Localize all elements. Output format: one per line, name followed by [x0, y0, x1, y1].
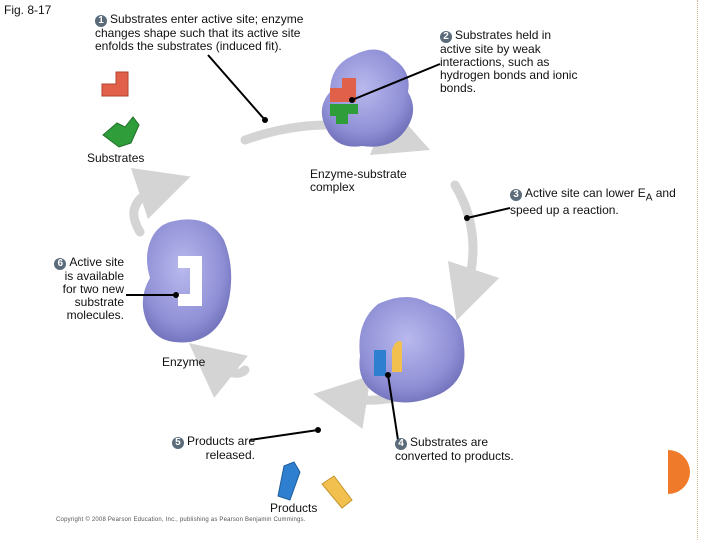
leader-lines [126, 54, 511, 441]
copyright-notice: Copyright © 2008 Pearson Education, Inc.… [56, 517, 306, 523]
step-4-number: 4 [395, 438, 407, 450]
step-3-number: 3 [510, 189, 522, 201]
step-3-text-after: and speed up a reaction. [510, 186, 676, 218]
product-blue [277, 461, 301, 501]
leader-dot-5 [315, 427, 321, 433]
figure-label: Fig. 8-17 [4, 3, 52, 17]
orange-accent-shape [668, 450, 690, 494]
leader-dot-3 [464, 215, 470, 221]
substrate-green [102, 116, 140, 148]
step-6-number: 6 [54, 258, 67, 270]
product-yellow [321, 475, 353, 509]
step-1-text: Substrates enter active site; enzyme cha… [95, 12, 304, 53]
step-4-text: Substrates are converted to products. [395, 435, 514, 463]
step-2-number: 2 [440, 31, 452, 43]
step-6-text: Active site is available for two new sub… [62, 255, 124, 322]
label-enzyme: Enzyme [162, 355, 206, 369]
leader-dot-6 [173, 292, 179, 298]
leader-dot-4 [385, 372, 391, 378]
leader-dot-1 [262, 117, 268, 123]
step-5-text: Products are released. [186, 434, 255, 462]
enzyme-substrate-complex [321, 49, 414, 147]
enzyme-free [142, 219, 232, 343]
leader-dot-2 [349, 97, 355, 103]
substrate-red [101, 71, 129, 97]
label-products: Products [270, 501, 318, 515]
slide-edge-line [697, 0, 698, 540]
step-3-text: Active site can lower E [525, 186, 646, 200]
step-2-text: Substrates held in active site by weak i… [440, 28, 578, 95]
arrow-left [129, 167, 191, 237]
step-3-subscript: A [645, 192, 653, 204]
step-1-number: 1 [95, 15, 107, 27]
label-substrates: Substrates [87, 151, 145, 165]
enzyme-product-complex [359, 297, 465, 403]
arrow-right [447, 180, 500, 321]
step-5-number: 5 [171, 437, 184, 449]
label-enzyme-substrate-complex: Enzyme-substrate complex [310, 167, 407, 194]
arrow-bottom-left [188, 343, 250, 398]
